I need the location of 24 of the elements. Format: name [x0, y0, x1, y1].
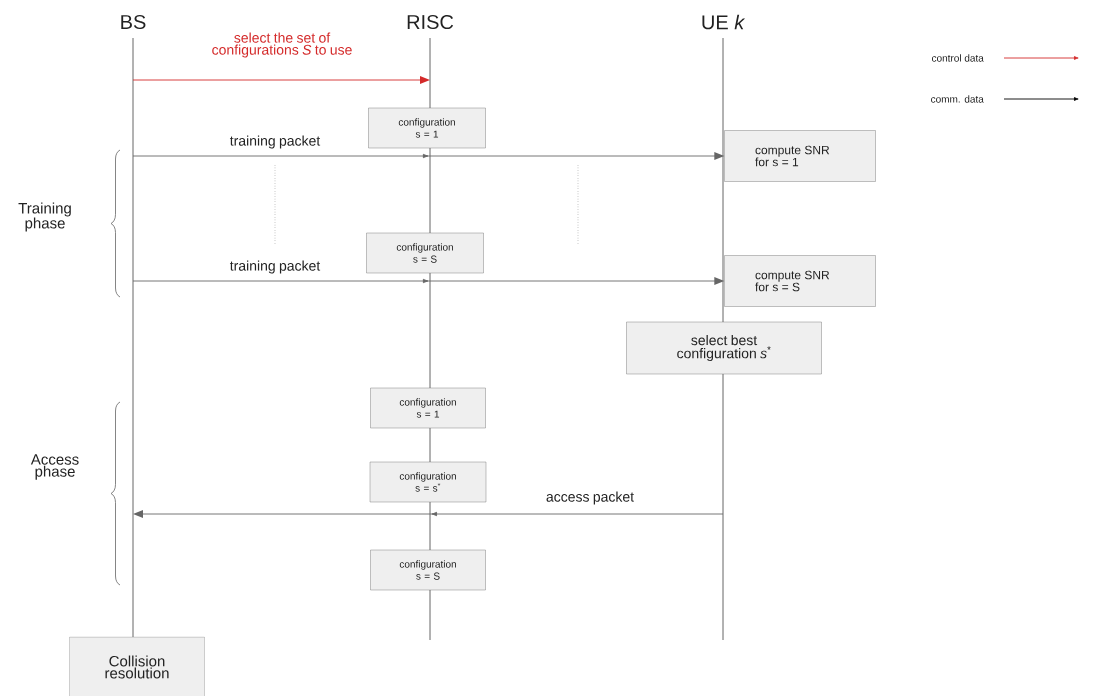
process-box: Collision resolution — [69, 636, 205, 696]
process-box: configuration s = 1 — [368, 107, 486, 149]
legend-label: control data — [932, 54, 984, 62]
edge-label: access packet — [546, 491, 634, 505]
lifeline-header: RISC — [407, 14, 454, 30]
process-box: compute SNR for s = S — [724, 255, 876, 307]
arrow — [133, 510, 724, 518]
arrow — [132, 277, 725, 285]
process-box: select best configuration s$^{*}$ — [626, 321, 822, 375]
process-box: configuration s = S — [366, 232, 484, 274]
edge-label: training packet — [229, 135, 321, 149]
edge-label: training packet — [229, 260, 321, 274]
lifeline-header: BS — [121, 14, 146, 30]
arrow — [132, 76, 430, 84]
phase-label: Training phase — [18, 202, 71, 232]
phase-label: Access phase — [30, 454, 79, 480]
arrow — [132, 152, 725, 160]
legend-label: comm. data — [931, 95, 984, 103]
edge-label: select the set of configurations S to use — [212, 32, 352, 58]
process-box: configuration s = 1 — [370, 387, 486, 429]
process-box: configuration s = s$^{*}$ — [369, 461, 487, 503]
lifeline-header: UE k — [702, 14, 746, 30]
process-box: compute SNR for s = 1 — [724, 130, 876, 182]
process-box: configuration s = S — [370, 549, 486, 591]
